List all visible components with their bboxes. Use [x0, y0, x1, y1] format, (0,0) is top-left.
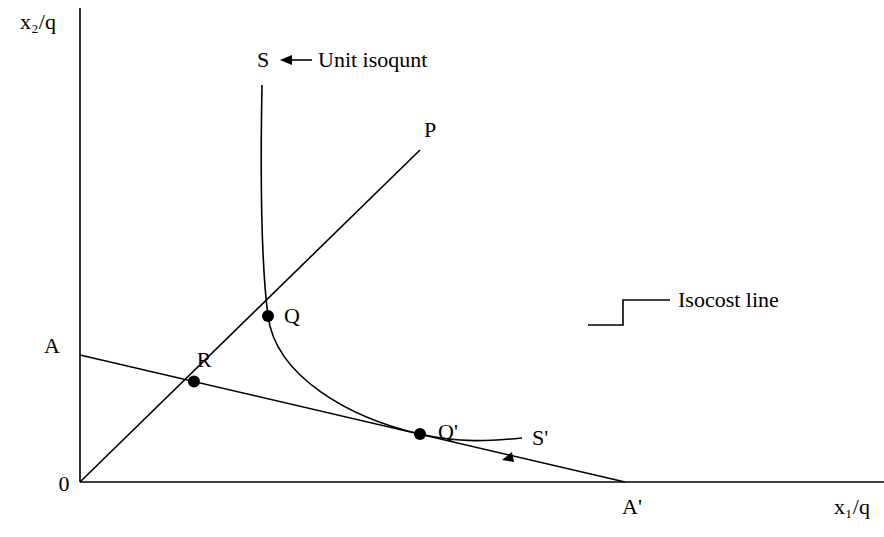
- curve-label: S': [532, 427, 548, 449]
- axis-label: x₂/q: [20, 11, 56, 33]
- point-label: A: [44, 335, 60, 357]
- arrow-head: [502, 452, 514, 462]
- line-name: Isocost line: [678, 289, 779, 311]
- point-label: Q: [284, 305, 300, 327]
- point-label: A': [622, 496, 642, 518]
- ray-op: [80, 150, 420, 482]
- origin-label: 0: [59, 473, 70, 495]
- point-label: Q': [438, 421, 458, 443]
- unit-isoquant: [261, 85, 522, 441]
- point-r: [188, 376, 200, 388]
- arrow-head: [280, 55, 292, 65]
- isocost-line: [80, 355, 625, 482]
- point-q-prime: [414, 428, 426, 440]
- y-axis: [79, 8, 81, 482]
- point-q: [262, 310, 274, 322]
- curve-label: S: [257, 49, 269, 71]
- point-label: P: [424, 119, 436, 141]
- point-label: R: [197, 349, 212, 371]
- axis-label: x₁/q: [834, 496, 870, 518]
- curve-name: Unit isoqunt: [318, 49, 427, 71]
- isocost-bracket: [588, 300, 670, 325]
- x-axis: [80, 481, 884, 483]
